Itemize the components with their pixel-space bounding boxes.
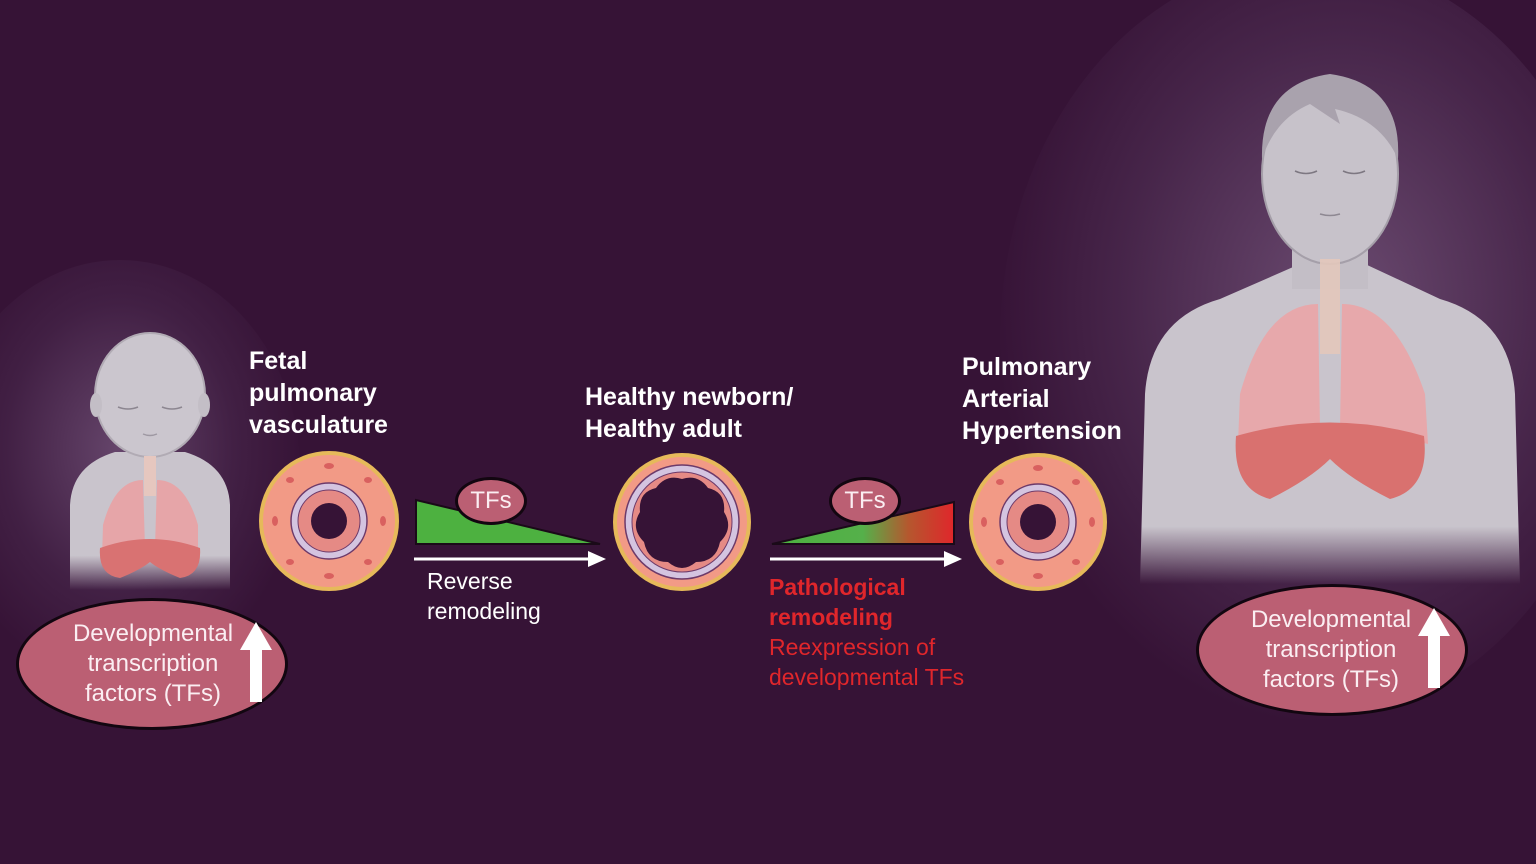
developmental-tf-badge-right bbox=[1196, 584, 1468, 716]
vessel-cross-section-pah bbox=[969, 453, 1107, 591]
developmental-tf-text-right: Developmental transcription factors (TFs… bbox=[1250, 606, 1412, 693]
stage-title-pah: Pulmonary Arterial Hypertension bbox=[962, 353, 1122, 445]
reverse-remodeling-label: Reverse remodeling bbox=[427, 568, 541, 624]
adult-with-lungs-icon bbox=[1140, 74, 1520, 584]
stage-title-healthy: Healthy newborn/ Healthy adult bbox=[585, 383, 794, 443]
tf-badge-pathological: TFs bbox=[829, 477, 901, 525]
developmental-tf-badge-left bbox=[16, 598, 288, 730]
developmental-tf-text-left: Developmental transcription factors (TFs… bbox=[72, 620, 234, 707]
infant-with-lungs-icon bbox=[70, 332, 230, 590]
arrow-up-icon bbox=[240, 622, 272, 702]
arrow-right-icon bbox=[770, 551, 962, 567]
arrow-up-icon bbox=[1418, 608, 1450, 688]
pathological-remodeling-label: Pathological remodeling Reexpression of … bbox=[769, 574, 965, 690]
stage-title-fetal: Fetal pulmonary vasculature bbox=[249, 347, 388, 439]
tf-badge-reverse: TFs bbox=[455, 477, 527, 525]
vessel-cross-section-healthy bbox=[613, 453, 751, 591]
vessel-cross-section-fetal bbox=[259, 451, 399, 591]
arrow-right-icon bbox=[414, 551, 606, 567]
